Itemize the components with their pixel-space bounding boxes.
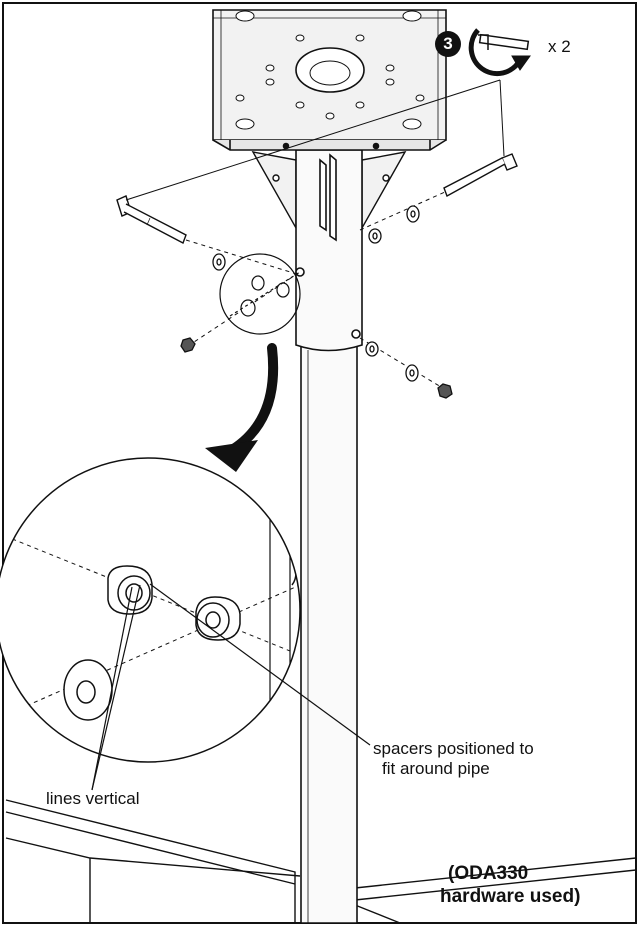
zoom-arrow — [227, 343, 279, 455]
right-bolt — [443, 153, 518, 198]
spacer-callout-line1: spacers positioned to — [373, 739, 534, 758]
callout-leaders — [91, 583, 371, 791]
step-quantity: x 2 — [548, 37, 571, 56]
lines-callout: lines vertical — [46, 789, 140, 808]
spacer-callout-line2: fit around pipe — [382, 759, 490, 778]
washers-upper — [180, 205, 453, 399]
stand-base — [5, 799, 637, 924]
spacer-callout: spacers positioned to fit around pipe — [373, 739, 534, 779]
wrench-icon — [468, 28, 531, 77]
icon-leaders — [125, 79, 505, 201]
detail-circle-small — [219, 253, 301, 335]
hardware-note-line1: (ODA330 — [448, 863, 529, 884]
pole — [300, 345, 358, 924]
mounting-plate — [212, 9, 447, 151]
hardware-note-line2: hardware used) — [440, 886, 581, 907]
detail-circle-large — [0, 457, 301, 763]
pipe-sleeve — [295, 149, 363, 352]
left-bolt — [116, 195, 187, 244]
zoom-arrowhead — [205, 440, 258, 472]
hardware-note: (ODA330 hardware used) — [440, 862, 580, 908]
step-number-badge: 3 — [435, 31, 461, 57]
